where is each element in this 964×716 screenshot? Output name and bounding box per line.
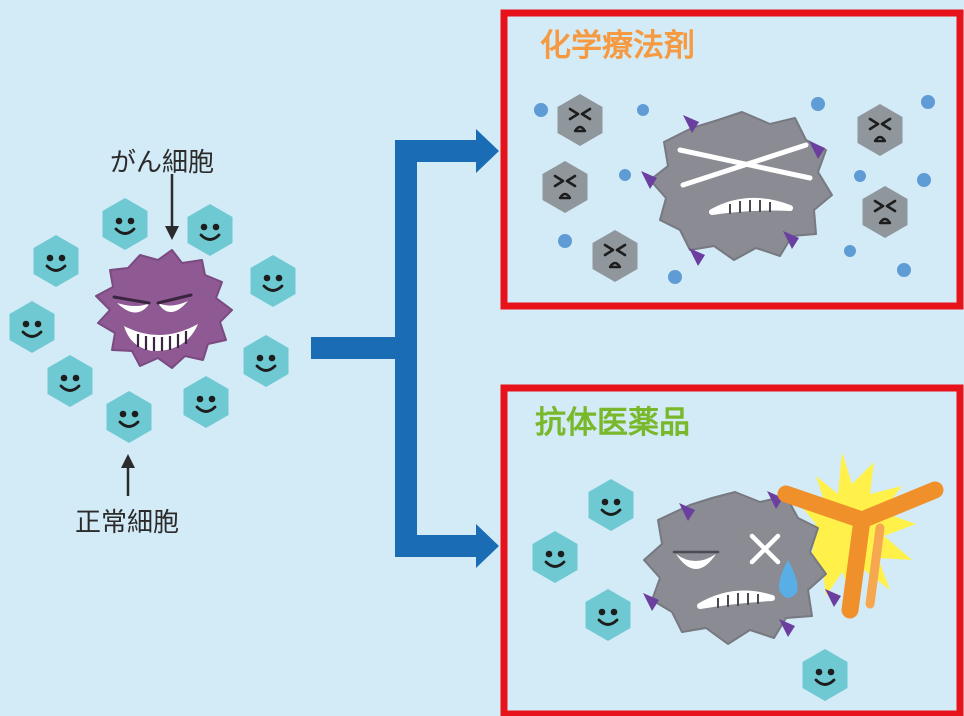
happy-cell-icon (531, 530, 579, 584)
sad-cell-icon (591, 229, 639, 283)
tear-icon (779, 560, 798, 598)
arrow-icon (311, 129, 499, 568)
happy-cell-icon (587, 478, 635, 532)
notch-icon (689, 248, 705, 266)
happy-cell-icon (46, 354, 94, 408)
sad-cell-icon (541, 160, 589, 214)
happy-cell-icon (249, 254, 297, 308)
chemo-panel-title: 化学療法剤 (540, 28, 695, 64)
antibody-icon (777, 481, 944, 619)
happy-cell-icon (182, 375, 230, 429)
drug-particle-icon (897, 263, 911, 277)
sad-cell-icon (556, 93, 604, 147)
happy-cell-icon (101, 197, 149, 251)
chemo-panel (500, 9, 964, 310)
drug-particle-icon (917, 173, 931, 187)
cancer-cell-label: がん細胞 (110, 148, 215, 178)
drug-particle-icon (534, 103, 548, 117)
drug-particle-icon (558, 234, 572, 248)
drug-particle-icon (668, 270, 682, 284)
drug-particle-icon (811, 97, 825, 111)
normal-cell-pointer (121, 454, 135, 496)
drug-particle-icon (637, 104, 649, 116)
happy-cell-icon (8, 300, 56, 354)
happy-cell-icon (105, 390, 153, 444)
happy-cell-icon (32, 234, 80, 288)
drug-particle-icon (619, 169, 631, 181)
drug-particle-icon (921, 95, 935, 109)
sad-cell-icon (861, 185, 909, 239)
sad-cancer-cell-icon (643, 491, 827, 645)
antibody-panel-title: 抗体医薬品 (535, 405, 690, 441)
evil-cell-icon (95, 249, 233, 369)
antibody-panel-frame (500, 384, 964, 716)
weakened-cancer-cell-icon (649, 111, 833, 261)
cancer-cell-pointer (165, 174, 179, 240)
happy-cell-icon (584, 588, 632, 642)
happy-cell-icon (242, 334, 290, 388)
drug-particle-icon (854, 170, 866, 182)
happy-cell-icon (801, 648, 849, 702)
drug-particles (534, 95, 935, 284)
antibody-panel (500, 384, 964, 716)
notch-icon (779, 619, 795, 637)
normal-cell-label: 正常細胞 (75, 508, 180, 538)
chemo-panel-frame (500, 9, 964, 310)
sad-cell-icon (856, 103, 904, 157)
happy-cell-icon (186, 203, 234, 257)
drug-particle-icon (844, 245, 856, 257)
notch-icon (825, 589, 841, 607)
